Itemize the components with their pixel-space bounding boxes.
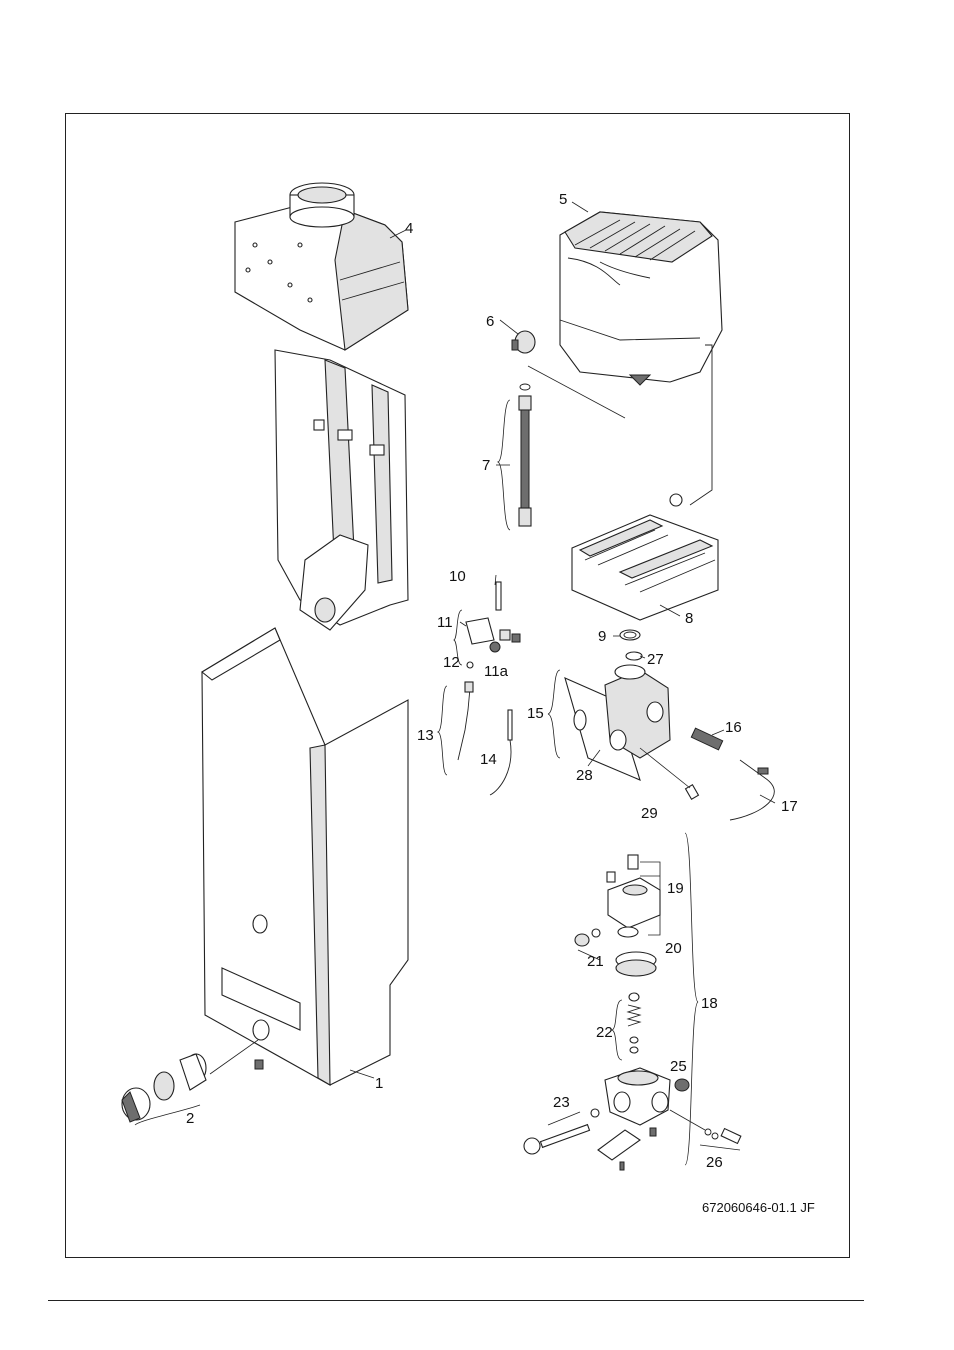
callout-5: 5 bbox=[559, 191, 567, 208]
part-12-injector bbox=[467, 662, 473, 668]
part-8-burner bbox=[572, 515, 718, 620]
callout-16: 16 bbox=[725, 719, 742, 736]
callout-11: 11 bbox=[437, 614, 453, 631]
part-13-pilot-pipe bbox=[438, 682, 473, 775]
part-back-panel bbox=[275, 350, 408, 630]
callout-4: 4 bbox=[405, 220, 413, 237]
callout-10: 10 bbox=[449, 568, 466, 585]
callout-11a: 11a bbox=[484, 663, 509, 680]
callout-26: 26 bbox=[706, 1154, 723, 1171]
callout-7: 7 bbox=[482, 457, 490, 474]
part-15-gas-valve bbox=[548, 665, 670, 780]
part-6-pressure-switch bbox=[500, 320, 535, 353]
part-20-diaphragm bbox=[616, 952, 656, 976]
part-23-spindle bbox=[524, 1109, 599, 1154]
callout-9: 9 bbox=[598, 628, 606, 645]
part-1-front-casing bbox=[202, 628, 408, 1085]
part-17-thermocouple-cable bbox=[730, 760, 774, 820]
part-11-pilot-burner bbox=[454, 610, 520, 665]
callout-15: 15 bbox=[527, 705, 544, 722]
callout-28: 28 bbox=[576, 767, 593, 784]
callout-12: 12 bbox=[443, 654, 460, 671]
part-29-screw bbox=[640, 748, 698, 799]
part-16-fitting bbox=[691, 728, 722, 750]
part-27-washer bbox=[626, 652, 642, 660]
callout-2: 2 bbox=[186, 1110, 194, 1127]
part-26-fitting bbox=[670, 1110, 741, 1150]
callout-22: 22 bbox=[596, 1024, 613, 1041]
callout-6: 6 bbox=[486, 313, 494, 330]
part-25-filter bbox=[675, 1079, 689, 1091]
callout-1: 1 bbox=[375, 1075, 383, 1092]
figure-reference: 672060646-01.1 JF bbox=[702, 1200, 815, 1215]
callout-17: 17 bbox=[781, 798, 798, 815]
part-water-valve-body bbox=[605, 1068, 670, 1125]
callout-14: 14 bbox=[480, 751, 497, 768]
callout-19: 19 bbox=[667, 880, 684, 897]
part-19-cover bbox=[607, 855, 660, 937]
callout-25: 25 bbox=[670, 1058, 687, 1075]
part-7-flexible-pipe bbox=[498, 366, 625, 530]
part-5-heat-exchanger bbox=[560, 212, 722, 506]
part-11a-nozzle bbox=[490, 642, 500, 652]
callout-21: 21 bbox=[587, 953, 604, 970]
part-10-electrode bbox=[496, 582, 501, 610]
part-18-water-valve bbox=[685, 833, 698, 1165]
part-4-flue-hood bbox=[235, 183, 408, 350]
callout-29: 29 bbox=[641, 805, 658, 822]
part-9-seal-ring bbox=[620, 630, 640, 640]
callout-27: 27 bbox=[647, 651, 664, 668]
part-clip bbox=[598, 1128, 656, 1170]
callout-13: 13 bbox=[417, 727, 434, 744]
part-22-spring bbox=[612, 993, 640, 1060]
callout-23: 23 bbox=[553, 1094, 570, 1111]
callout-20: 20 bbox=[665, 940, 682, 957]
callout-8: 8 bbox=[685, 610, 693, 627]
callout-18: 18 bbox=[701, 995, 718, 1012]
